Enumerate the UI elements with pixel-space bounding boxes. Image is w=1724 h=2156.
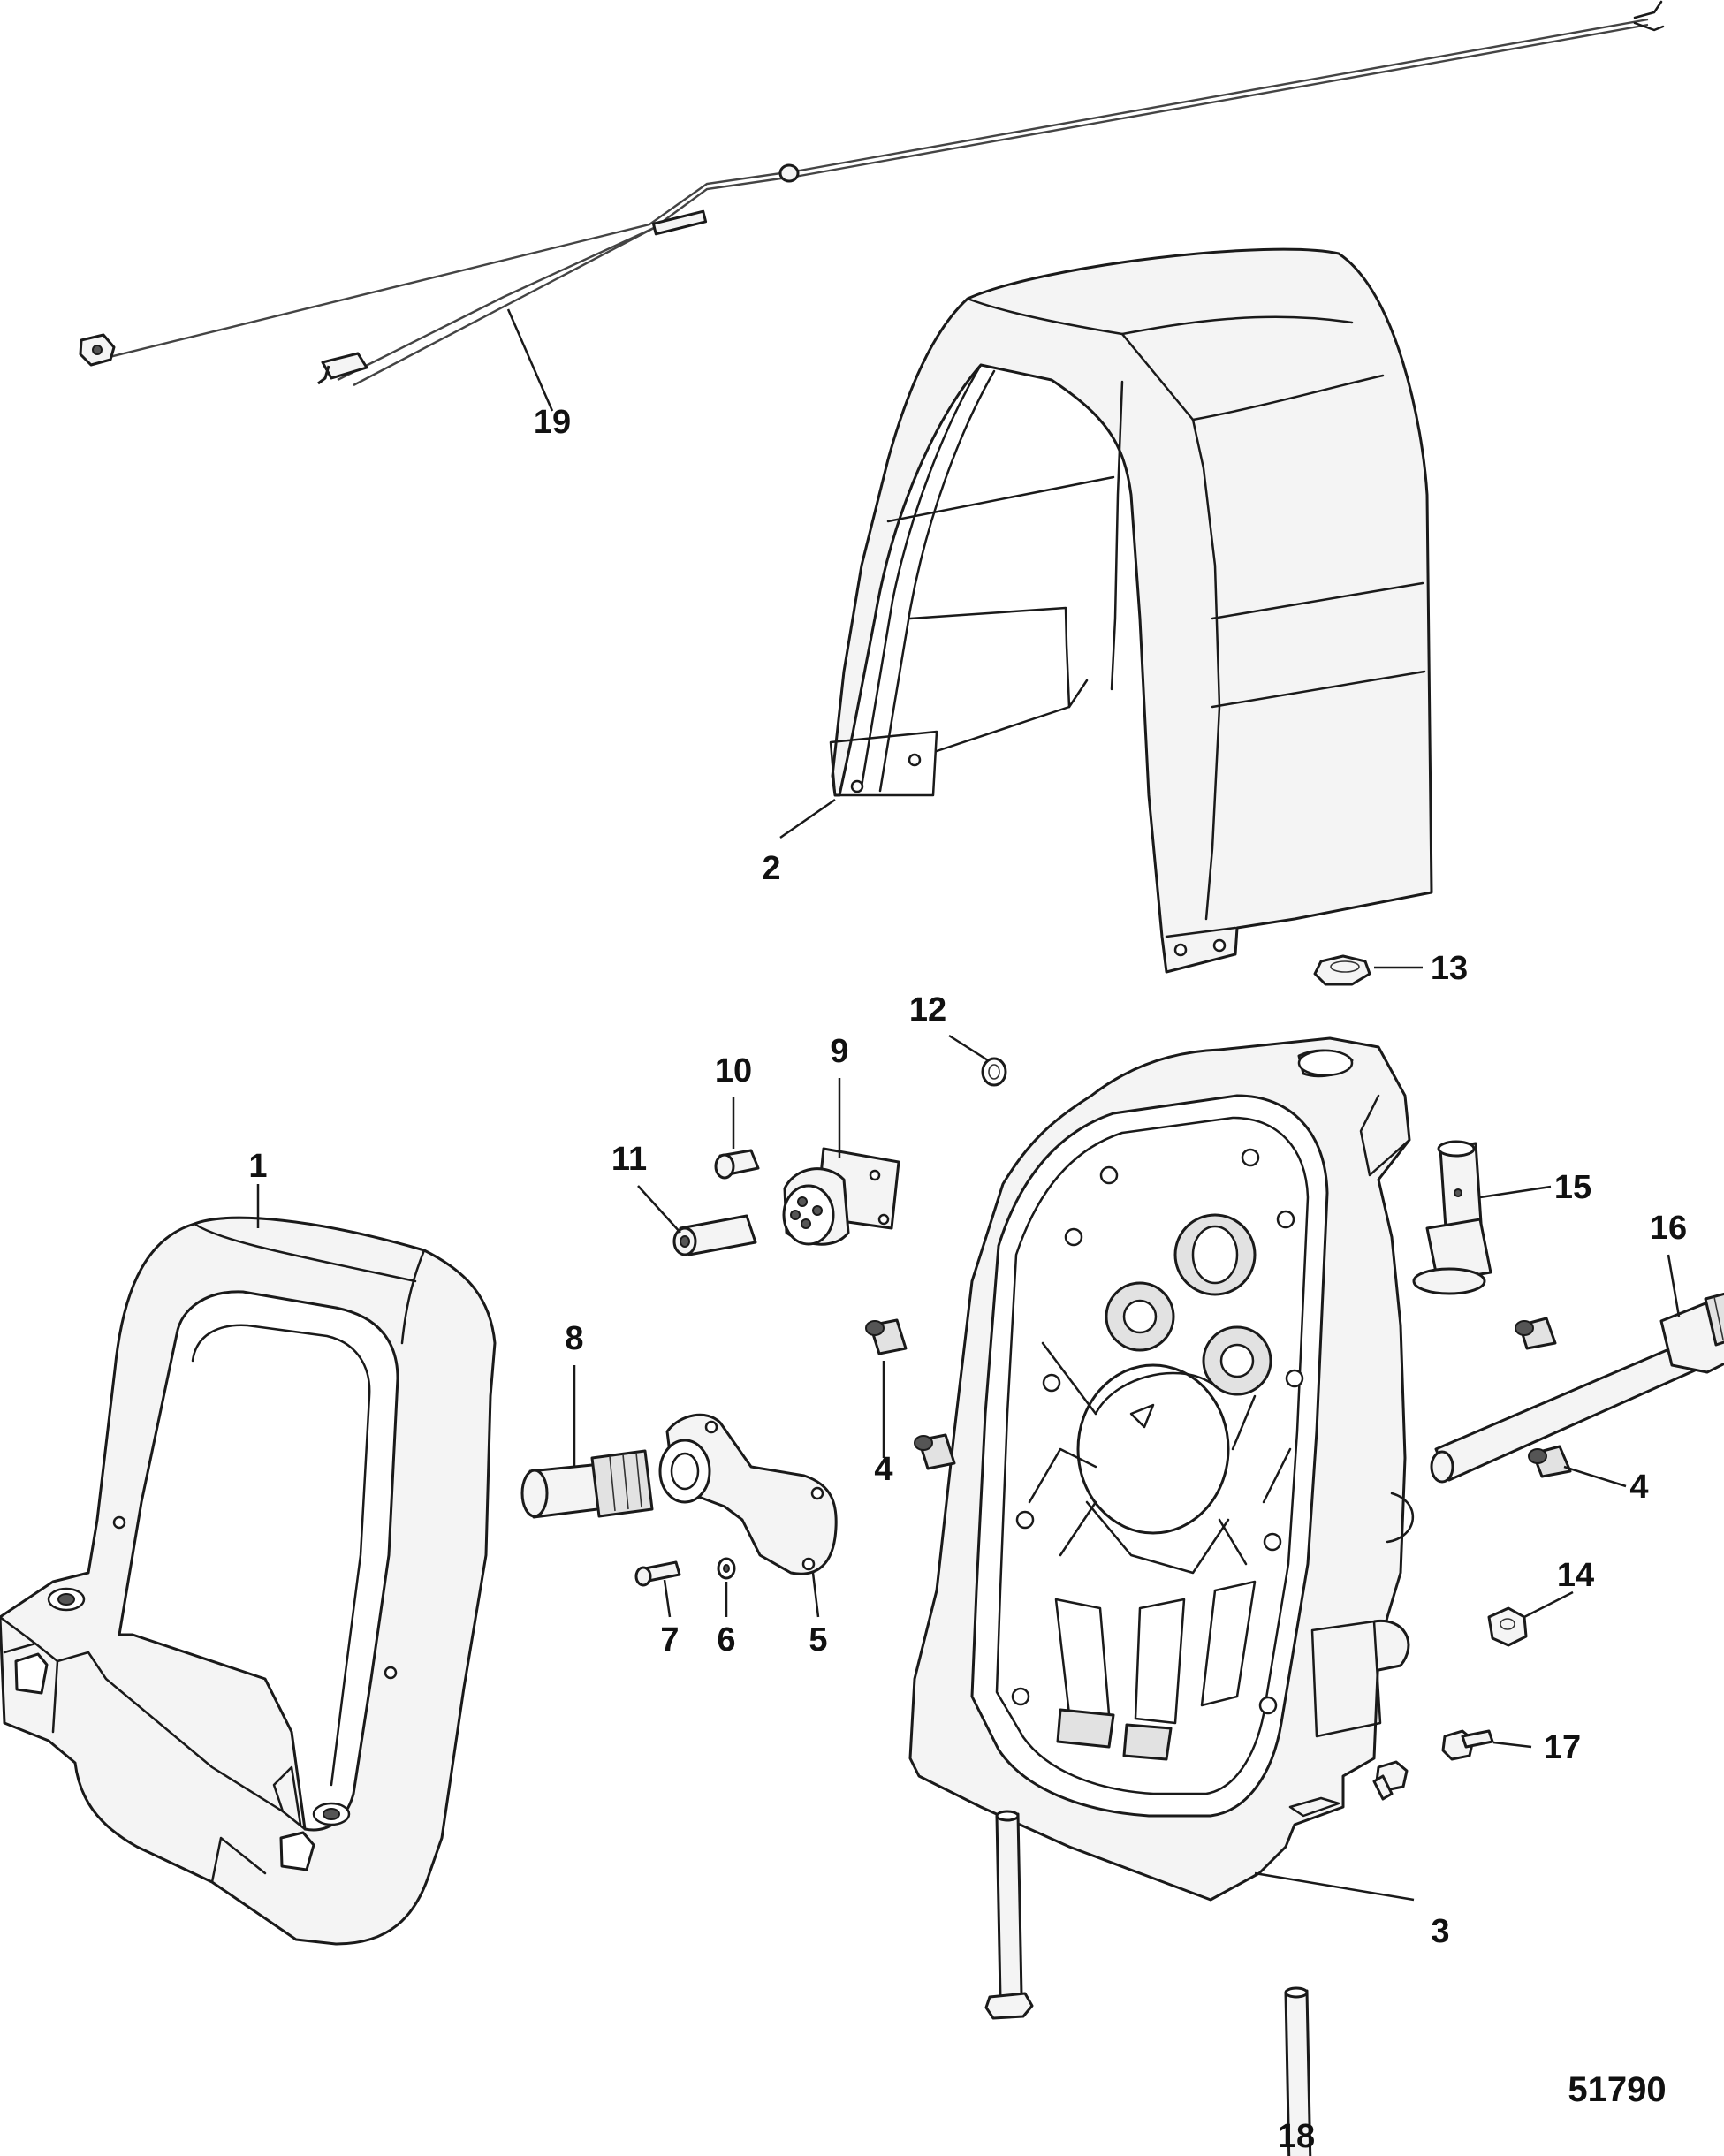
callout-17: 17: [1544, 1729, 1581, 1766]
callout-4-left: 4: [874, 1451, 892, 1488]
callout-6: 6: [717, 1621, 735, 1659]
callout-16: 16: [1650, 1210, 1687, 1247]
callout-5: 5: [809, 1621, 827, 1659]
shaft-16-part: [1430, 1292, 1724, 1484]
callout-7: 7: [660, 1621, 679, 1659]
plug-10-part: [714, 1149, 760, 1180]
diagram-number: 51790: [1568, 2070, 1666, 2109]
callout-14: 14: [1557, 1557, 1594, 1594]
callout-13: 13: [1431, 950, 1468, 987]
callout-12: 12: [909, 991, 946, 1029]
callout-3: 3: [1431, 1913, 1449, 1950]
set-screws-4-part: [865, 1317, 1572, 1478]
callout-11: 11: [611, 1141, 647, 1178]
main-housing-part: [908, 1036, 1415, 1902]
washer-6-part: [717, 1557, 736, 1580]
callout-19: 19: [534, 404, 571, 441]
callout-18: 18: [1278, 2118, 1315, 2155]
callout-8: 8: [565, 1320, 583, 1357]
flange-connector-9-part: [782, 1147, 900, 1246]
hose-fitting-8-part: [520, 1449, 654, 1519]
hex-nut-13-part: [1313, 954, 1371, 986]
elbow-5-part: [658, 1413, 838, 1575]
frame-mount-part: [0, 1216, 497, 1946]
callout-4-right: 4: [1629, 1469, 1648, 1506]
washer-12-part: [981, 1057, 1007, 1087]
callout-9: 9: [830, 1033, 848, 1070]
pin-11-part: [672, 1214, 757, 1256]
long-bolts-18-part: [984, 1810, 1312, 2156]
callout-1: 1: [248, 1148, 267, 1185]
callout-labels: 1 2 3 4 4 5 6 7 8 9 10 11 12 13 14 15 16…: [248, 404, 1687, 2155]
wiring-harness-part: [79, 0, 1665, 387]
cover-cowl-part: [829, 247, 1433, 974]
leader-lines: [256, 308, 1681, 1902]
callout-15: 15: [1554, 1169, 1591, 1206]
screw-7-part: [634, 1560, 681, 1587]
pivot-pin-15-part: [1412, 1140, 1492, 1295]
callout-2: 2: [762, 850, 780, 887]
callout-10: 10: [715, 1052, 752, 1089]
bolts-17-part: [1372, 1729, 1494, 1801]
lock-nut-14-part: [1487, 1606, 1528, 1647]
